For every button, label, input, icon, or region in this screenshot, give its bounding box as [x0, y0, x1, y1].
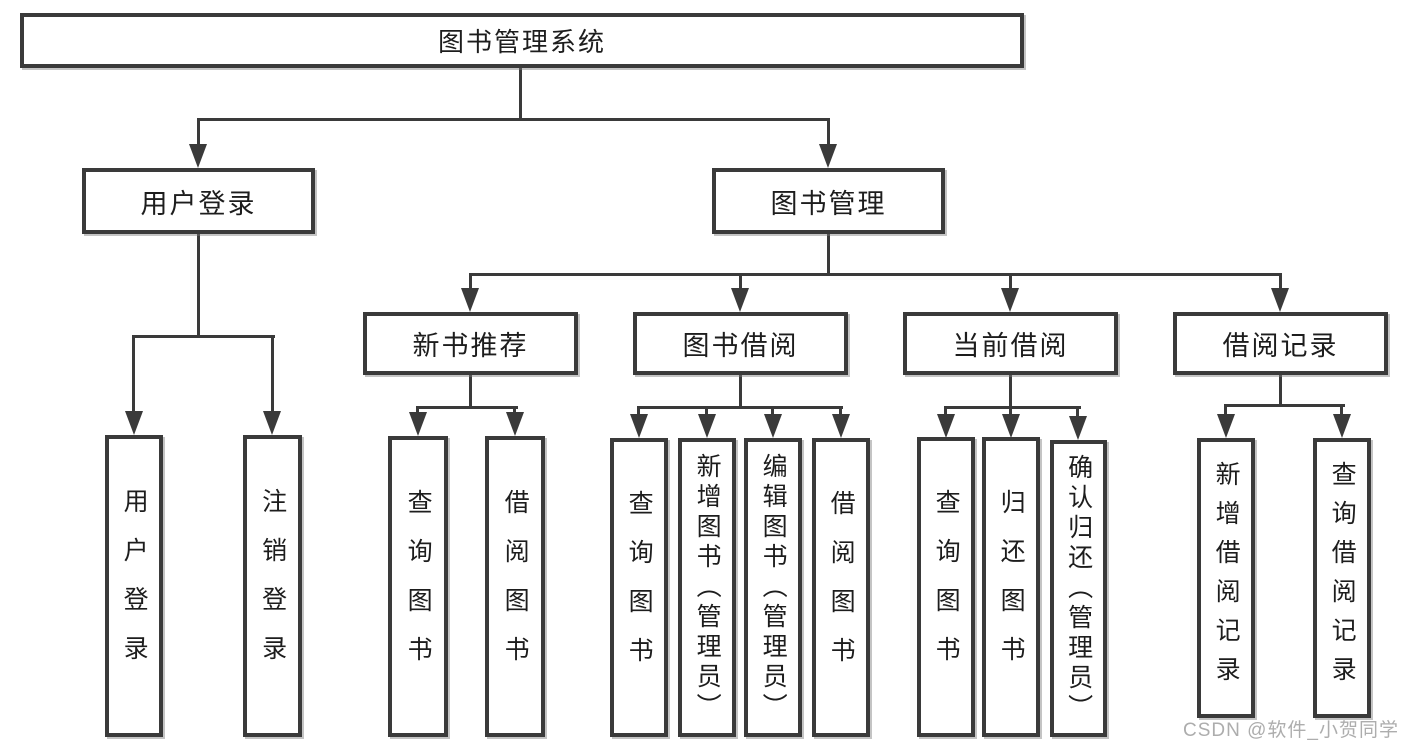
node-label: 用户登录 [140, 188, 257, 219]
arrow-down-icon [832, 414, 850, 438]
arrow-down-icon [630, 414, 648, 438]
drop-line [1340, 404, 1343, 416]
leaf-label: 用户登录 [120, 488, 149, 684]
arrow-down-icon [937, 414, 955, 438]
leaf-query-books-borrow: 查询图书 [610, 438, 668, 737]
arrow-down-icon [731, 288, 749, 312]
branch-bar [416, 406, 518, 409]
arrow-down-icon [189, 144, 207, 168]
leaf-label: 借阅图书 [501, 488, 530, 685]
drop-line [944, 406, 947, 416]
node-borrow-records: 借阅记录 [1173, 312, 1388, 375]
node-label: 借阅记录 [1222, 331, 1339, 361]
leaf-confirm-return-admin: 确认归还（管理员） [1050, 440, 1107, 737]
stem-line [1279, 375, 1282, 405]
leaf-query-books-current: 查询图书 [917, 437, 975, 737]
stem-line [519, 67, 522, 118]
leaf-label: 查询图书 [404, 488, 433, 685]
drop-line [839, 406, 842, 416]
drop-line [469, 273, 472, 297]
arrow-down-icon [1333, 414, 1351, 438]
branch-bar [944, 406, 1081, 409]
stem-line [469, 375, 472, 408]
branch-bar [1224, 404, 1345, 407]
drop-line [739, 273, 742, 297]
arrow-down-icon [1069, 416, 1087, 440]
arrow-down-icon [506, 412, 524, 436]
leaf-label: 查询借阅记录 [1328, 461, 1357, 695]
leaf-edit-book-admin: 编辑图书（管理员） [744, 438, 802, 737]
branch-bar [469, 273, 1282, 276]
drop-line [1009, 273, 1012, 297]
arrow-down-icon [698, 414, 716, 438]
leaf-label: 查询图书 [932, 489, 961, 685]
drop-line [197, 118, 200, 152]
leaf-label: 新增图书（管理员） [693, 452, 722, 723]
node-book-borrow: 图书借阅 [633, 312, 848, 375]
branch-bar [197, 118, 830, 121]
leaf-add-borrow-record: 新增借阅记录 [1197, 438, 1255, 718]
leaf-borrow-books-borrow: 借阅图书 [812, 438, 870, 737]
drop-line [771, 406, 774, 416]
drop-line [637, 406, 640, 416]
arrow-down-icon [461, 288, 479, 312]
drop-line [1076, 406, 1079, 416]
leaf-label: 查询图书 [625, 489, 654, 686]
leaf-label: 归还图书 [997, 489, 1026, 685]
node-user-login: 用户登录 [82, 168, 315, 234]
drop-line [513, 406, 516, 416]
leaf-query-borrow-record: 查询借阅记录 [1313, 438, 1371, 718]
leaf-label: 编辑图书（管理员） [759, 452, 788, 723]
drop-line [1224, 404, 1227, 416]
arrow-down-icon [125, 411, 143, 435]
leaf-user-login: 用户登录 [105, 435, 163, 737]
drop-line [271, 335, 274, 415]
node-label: 图书管理系统 [437, 27, 606, 57]
node-book-management: 图书管理 [712, 168, 945, 234]
leaf-borrow-books-recommend: 借阅图书 [485, 436, 545, 737]
node-library-system-root: 图书管理系统 [20, 13, 1024, 68]
node-label: 当前借阅 [952, 331, 1069, 361]
node-label: 图书借阅 [682, 331, 799, 361]
node-current-borrow: 当前借阅 [903, 312, 1118, 375]
leaf-label: 注销登录 [258, 488, 287, 684]
leaf-add-book-admin: 新增图书（管理员） [678, 438, 736, 737]
node-new-book-recommend: 新书推荐 [363, 312, 578, 375]
node-label: 新书推荐 [412, 331, 529, 361]
arrow-down-icon [1271, 288, 1289, 312]
leaf-label: 借阅图书 [827, 489, 856, 686]
arrow-down-icon [819, 144, 837, 168]
leaf-label: 确认归还（管理员） [1064, 453, 1093, 724]
arrow-down-icon [409, 412, 427, 436]
arrow-down-icon [263, 411, 281, 435]
branch-bar [637, 406, 843, 409]
watermark: CSDN @软件_小贺同学 [1183, 720, 1399, 741]
leaf-label: 新增借阅记录 [1212, 461, 1241, 695]
drop-line [416, 406, 419, 416]
drop-line [705, 406, 708, 416]
stem-line [827, 234, 830, 276]
arrow-down-icon [1001, 288, 1019, 312]
leaf-query-books-recommend: 查询图书 [388, 436, 448, 737]
drop-line [1279, 273, 1282, 297]
stem-line [1009, 375, 1012, 408]
arrow-down-icon [1217, 414, 1235, 438]
drop-line [1009, 406, 1012, 416]
drop-line [827, 118, 830, 152]
leaf-return-book: 归还图书 [982, 437, 1040, 737]
drop-line [132, 335, 135, 415]
branch-bar [132, 335, 275, 338]
node-label: 图书管理 [770, 188, 887, 219]
stem-line [739, 375, 742, 408]
stem-line [197, 234, 200, 335]
arrow-down-icon [1002, 414, 1020, 438]
arrow-down-icon [764, 414, 782, 438]
leaf-logout: 注销登录 [243, 435, 302, 737]
